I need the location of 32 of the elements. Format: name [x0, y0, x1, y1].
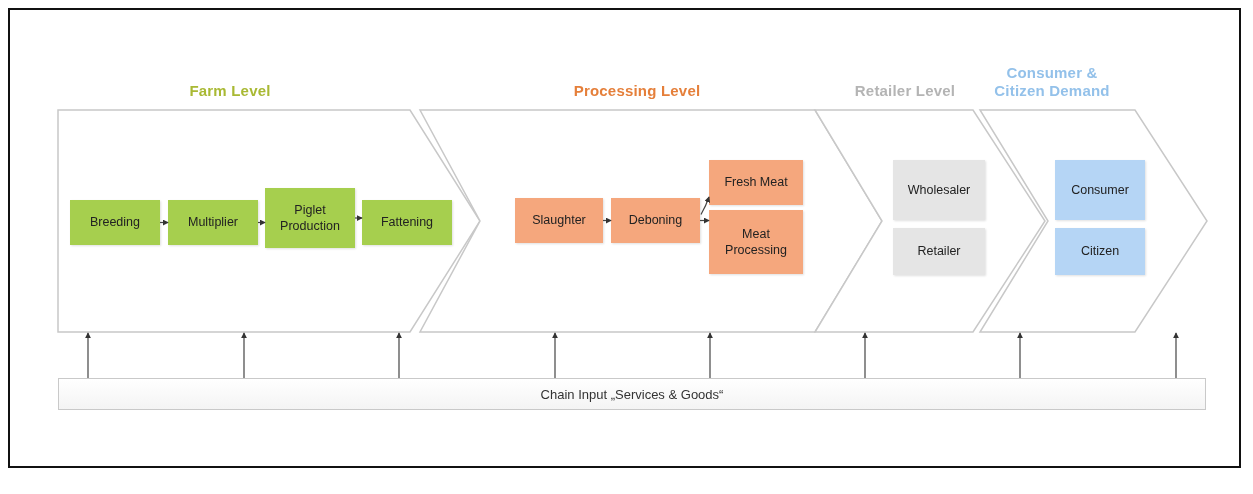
stage-heading: Consumer & Citizen Demand	[993, 64, 1111, 100]
input-bar	[58, 378, 1206, 410]
process-box: Breeding	[70, 200, 160, 245]
arrow	[700, 196, 711, 216]
arrow	[862, 332, 868, 379]
arrow	[699, 217, 710, 224]
arrow	[354, 215, 363, 221]
process-box: Citizen	[1055, 228, 1145, 275]
process-box: Deboning	[611, 198, 700, 243]
process-box: Retailer	[893, 228, 985, 275]
process-box: Slaughter	[515, 198, 603, 243]
process-box: Multiplier	[168, 200, 258, 245]
arrow	[241, 332, 247, 379]
arrow	[396, 332, 402, 379]
arrow	[552, 332, 558, 379]
arrow	[1173, 332, 1179, 379]
arrow	[1017, 332, 1023, 379]
bar-label: Chain Input „Services & Goods“	[540, 386, 724, 402]
stage-heading: Processing Level	[572, 82, 702, 100]
process-box: Fattening	[362, 200, 452, 245]
process-box: Piglet Production	[265, 188, 355, 248]
process-box: Fresh Meat	[709, 160, 803, 205]
stage-heading: Retailer Level	[853, 82, 957, 100]
arrow	[707, 332, 713, 379]
stage-heading: Farm Level	[188, 82, 272, 100]
process-box: Consumer	[1055, 160, 1145, 220]
process-box: Wholesaler	[893, 160, 985, 220]
arrow	[85, 332, 91, 379]
arrow	[159, 219, 169, 226]
arrow	[602, 217, 612, 224]
arrow	[257, 219, 266, 226]
process-box: Meat Processing	[709, 210, 803, 274]
